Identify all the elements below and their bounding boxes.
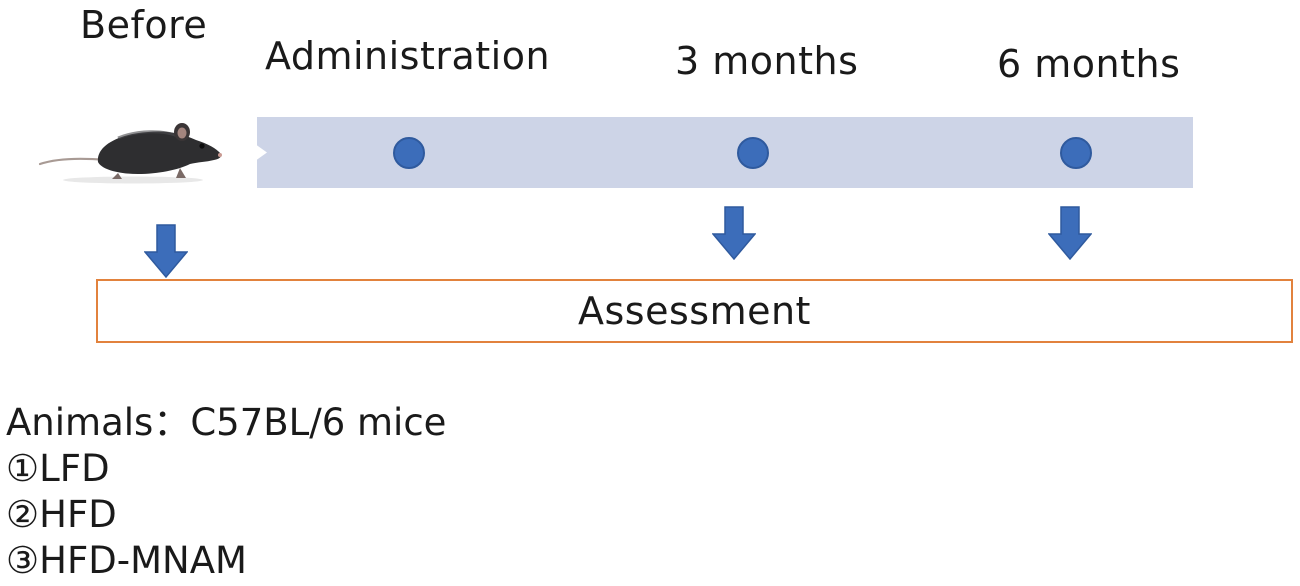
administration-label: Administration bbox=[265, 34, 551, 78]
assessment-box: Assessment bbox=[96, 279, 1293, 343]
before-label: Before bbox=[80, 3, 208, 47]
mouse-icon bbox=[38, 123, 222, 184]
group-item: ②HFD bbox=[6, 493, 117, 536]
animals-header: Animals：C57BL/6 mice bbox=[6, 401, 447, 444]
six-months-label: 6 months bbox=[997, 42, 1181, 86]
group-item: ③HFD-MNAM bbox=[6, 539, 247, 582]
assessment-label: Assessment bbox=[578, 289, 811, 333]
three-months-label: 3 months bbox=[675, 39, 859, 83]
animals-block: Animals：C57BL/6 mice ①LFD ②HFD ③HFD-MNAM bbox=[6, 400, 446, 584]
group-item: ①LFD bbox=[6, 447, 110, 490]
down-arrow-icon bbox=[712, 206, 756, 260]
three-months-marker bbox=[737, 137, 769, 169]
down-arrow-icon bbox=[144, 224, 188, 278]
administration-marker bbox=[393, 137, 425, 169]
six-months-marker bbox=[1060, 137, 1092, 169]
down-arrow-icon bbox=[1048, 206, 1092, 260]
